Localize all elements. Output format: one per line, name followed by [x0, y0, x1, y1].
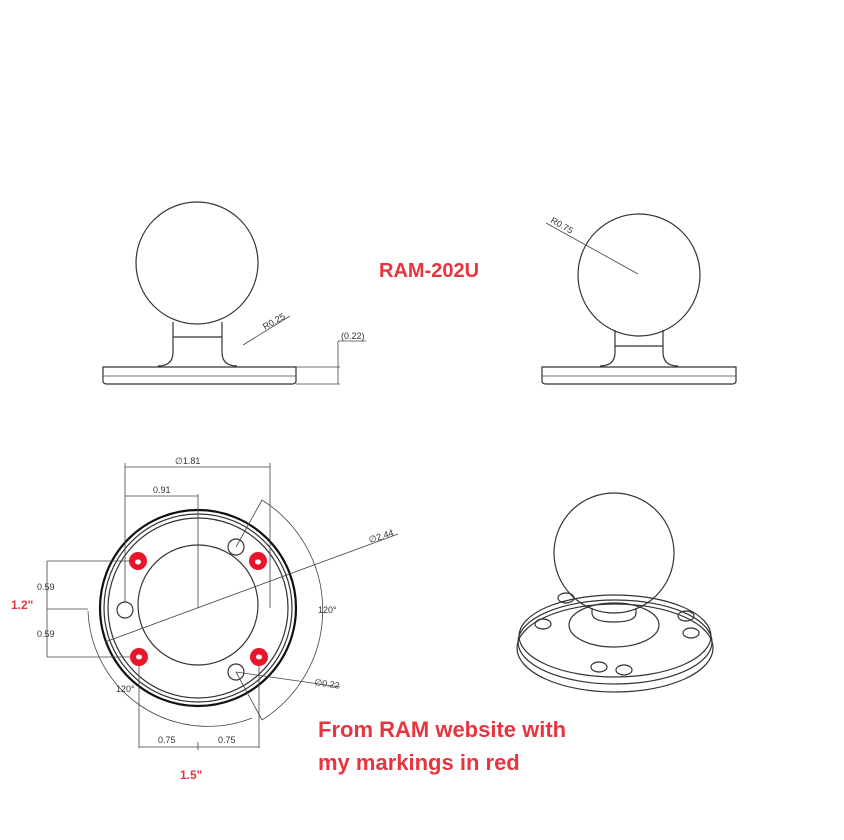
red-label-1-2-in: 1.2": [11, 598, 33, 612]
note-line-2: my markings in red: [318, 750, 520, 775]
dim-dia-181: ∅1.81: [175, 456, 200, 466]
radius-label-r025: R0.25: [261, 311, 287, 332]
red-label-1-5-in: 1.5": [180, 768, 202, 782]
red-marked-holes: [129, 552, 268, 666]
hole-icon: [227, 663, 245, 681]
hole-icon: [116, 601, 134, 619]
height-label-022: (0.22): [341, 331, 365, 341]
side-view-left: R0.25 (0.22): [102, 201, 366, 385]
dim-059-top: 0.59: [37, 582, 55, 592]
angle-120-right: 120°: [318, 605, 337, 615]
dim-091: 0.91: [153, 485, 171, 495]
angle-120-left: 120°: [116, 684, 135, 694]
hole-icon: [227, 538, 245, 556]
part-number-title: RAM-202U: [379, 260, 479, 282]
isometric-view: [516, 492, 714, 693]
dim-059-bottom: 0.59: [37, 629, 55, 639]
dim-075-right: 0.75: [218, 735, 236, 745]
side-view-right: R0.75: [541, 213, 737, 385]
note-line-1: From RAM website with: [318, 717, 566, 742]
dim-dia-022: ∅0.22: [314, 677, 341, 690]
dim-dia-244: ∅2.44: [368, 528, 395, 545]
dim-075-left: 0.75: [158, 735, 176, 745]
radius-label-r075: R0.75: [549, 215, 575, 236]
ball: [135, 201, 259, 325]
